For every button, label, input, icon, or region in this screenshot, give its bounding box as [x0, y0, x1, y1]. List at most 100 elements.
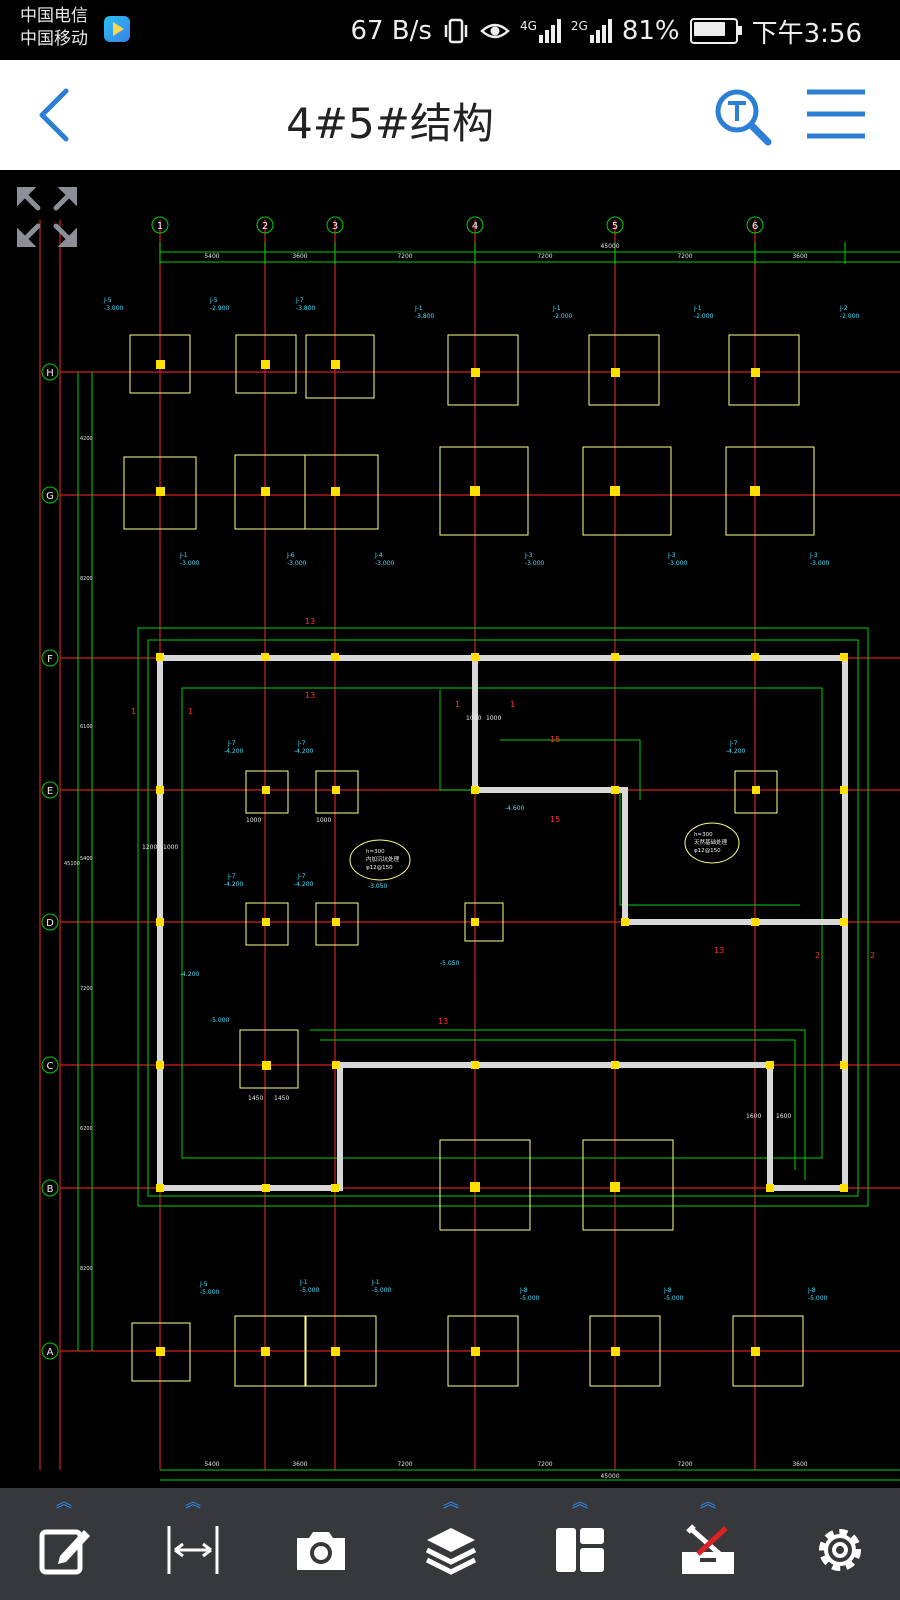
hamburger-menu-icon[interactable]	[805, 86, 867, 142]
svg-text:-5.000: -5.000	[372, 1287, 392, 1294]
measure-tool[interactable]: ︽	[153, 1488, 233, 1600]
svg-text:-2.000: -2.000	[840, 313, 860, 320]
svg-text:-5.000: -5.000	[664, 1295, 684, 1302]
expand-chevron-icon[interactable]: ︽	[184, 1492, 201, 1511]
svg-text:-4.200: -4.200	[180, 971, 200, 978]
tools-tool[interactable]: ︽	[668, 1488, 748, 1600]
svg-text:h=300: h=300	[366, 849, 385, 855]
svg-text:J-1: J-1	[414, 305, 423, 312]
layout-icon[interactable]	[552, 1522, 608, 1578]
axis-h: H	[46, 368, 54, 379]
expand-chevron-icon[interactable]: ︽	[699, 1492, 716, 1511]
svg-text:-3.000: -3.000	[375, 560, 395, 567]
svg-text:J-1: J-1	[371, 1279, 380, 1286]
svg-text:-3.000: -3.000	[525, 560, 545, 567]
axis-e: E	[47, 786, 53, 797]
app-header: 4#5#结构	[0, 60, 900, 170]
axis-b: B	[47, 1184, 54, 1195]
cad-drawing[interactable]: 1 2 3 4 5 6 H G F E D C B A 5400 3600 72…	[0, 170, 900, 1490]
svg-text:J-7: J-7	[227, 740, 236, 747]
svg-text:J-1: J-1	[693, 305, 702, 312]
top-dim-6: 3600	[792, 253, 807, 260]
horizontal-axis-lines	[60, 371, 900, 1352]
expand-chevron-icon[interactable]: ︽	[442, 1492, 459, 1511]
camera-tool[interactable]	[281, 1488, 361, 1600]
svg-text:-4.200: -4.200	[224, 881, 244, 888]
bottom-total-dim: 45000	[600, 1473, 619, 1480]
page-title-text: 4#5#结构	[286, 99, 494, 148]
svg-text:J-3: J-3	[809, 552, 818, 559]
carrier-2: 中国移动	[20, 29, 88, 49]
svg-text:J-1: J-1	[299, 1279, 308, 1286]
svg-text:2: 2	[870, 951, 875, 960]
svg-text:1600: 1600	[776, 1113, 791, 1120]
axis-1: 1	[157, 221, 163, 232]
svg-text:1: 1	[455, 700, 460, 709]
expand-chevron-icon[interactable]: ︽	[55, 1492, 72, 1511]
wall-dim-text: 1000 1000 1000 1000 1450 1450 1600 1600 …	[142, 715, 791, 1120]
layers-tool[interactable]: ︽	[411, 1488, 491, 1600]
svg-text:1200: 1200	[142, 844, 157, 851]
svg-text:1: 1	[188, 707, 193, 716]
svg-text:-5.000: -5.000	[210, 1017, 230, 1024]
top-dim-3: 7200	[397, 253, 412, 260]
net-type-1: 4G	[519, 19, 537, 33]
svg-text:1: 1	[510, 700, 515, 709]
svg-text:J-7: J-7	[227, 873, 236, 880]
measure-icon[interactable]	[165, 1522, 221, 1578]
bottom-dim-2: 3600	[292, 1461, 307, 1468]
svg-text:J-6: J-6	[286, 552, 295, 559]
cad-viewport[interactable]: 1 2 3 4 5 6 H G F E D C B A 5400 3600 72…	[0, 170, 900, 1490]
settings-icon[interactable]	[812, 1522, 868, 1578]
svg-text:15: 15	[550, 735, 560, 744]
back-chevron-icon[interactable]	[30, 85, 80, 145]
column-markers	[156, 360, 848, 1356]
edit-icon[interactable]	[36, 1522, 92, 1578]
fullscreen-icon[interactable]	[14, 184, 80, 250]
axis-2: 2	[262, 221, 268, 232]
svg-text:1000: 1000	[316, 817, 331, 824]
svg-text:φ12@150: φ12@150	[694, 848, 721, 854]
axis-c: C	[47, 1061, 54, 1072]
settings-tool[interactable]	[800, 1488, 880, 1600]
svg-text:6100: 6100	[80, 724, 93, 730]
signal-icon	[538, 19, 561, 43]
svg-text:J-4: J-4	[374, 552, 383, 559]
svg-text:-3.050: -3.050	[368, 883, 388, 890]
battery-percent: 81%	[621, 16, 680, 46]
bottom-dim-6: 3600	[792, 1461, 807, 1468]
bottom-dim-1: 5400	[204, 1461, 219, 1468]
svg-text:J-7: J-7	[295, 297, 304, 304]
svg-text:13: 13	[438, 1017, 448, 1026]
camera-icon[interactable]	[293, 1522, 349, 1578]
layers-icon[interactable]	[423, 1522, 479, 1578]
svg-text:1600: 1600	[746, 1113, 761, 1120]
svg-text:1000: 1000	[486, 715, 501, 722]
svg-text:-3.000: -3.000	[668, 560, 688, 567]
svg-text:φ12@150: φ12@150	[366, 865, 393, 871]
signal-icon-2	[589, 19, 612, 43]
svg-text:-4.200: -4.200	[726, 748, 746, 755]
net-type-2: 2G	[570, 19, 588, 33]
tools-icon[interactable]	[680, 1522, 736, 1578]
left-dims: 4200 8200 6100 5400 7200 6200 8200 45100	[64, 436, 93, 1272]
svg-text:13: 13	[714, 946, 724, 955]
text-search-icon[interactable]	[712, 86, 774, 148]
axis-a: A	[47, 1347, 54, 1358]
layout-tool[interactable]: ︽	[540, 1488, 620, 1600]
edit-tool[interactable]: ︽	[24, 1488, 104, 1600]
svg-text:13: 13	[305, 617, 315, 626]
svg-text:1450: 1450	[248, 1095, 263, 1102]
svg-text:-3.000: -3.000	[810, 560, 830, 567]
svg-text:6200: 6200	[80, 1126, 93, 1132]
expand-chevron-icon[interactable]: ︽	[571, 1492, 588, 1511]
axis-4: 4	[472, 221, 478, 232]
svg-text:-2.000: -2.000	[553, 313, 573, 320]
svg-text:8200: 8200	[80, 1266, 93, 1272]
footings	[123, 334, 815, 1387]
bubble-notes: h=300 内加沉坑处理 φ12@150 h=300 天然基础处理 φ12@15…	[366, 832, 728, 871]
svg-text:J-7: J-7	[729, 740, 738, 747]
svg-text:-5.000: -5.000	[808, 1295, 828, 1302]
battery-icon	[689, 18, 742, 44]
svg-text:J-8: J-8	[663, 1287, 672, 1294]
